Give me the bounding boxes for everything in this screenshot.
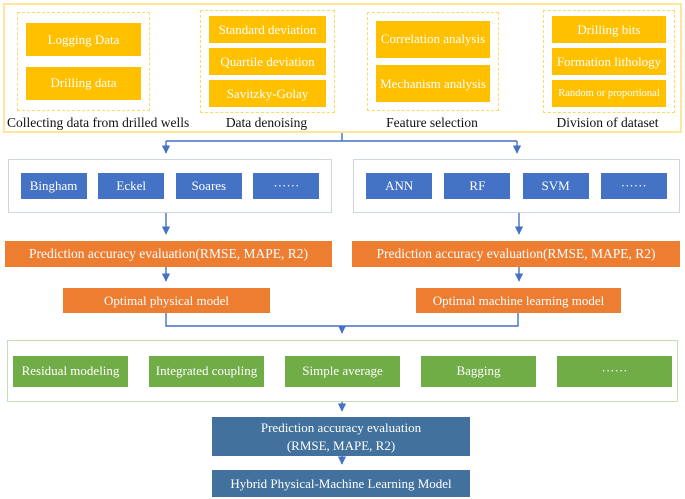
caption-data-denoising: Data denoising xyxy=(225,115,308,130)
evaluation-bar-physical: Prediction accuracy evaluation(RMSE, MAP… xyxy=(5,241,332,267)
node-drilling-bits: Drilling bits xyxy=(552,16,666,43)
node-final-evaluation: Prediction accuracy evaluation (RMSE, MA… xyxy=(212,417,470,456)
group-data-denoising: Standard deviation Quartile deviation Sa… xyxy=(200,10,335,113)
node-bagging: Bagging xyxy=(421,355,536,387)
node-rf: RF xyxy=(444,173,511,199)
group-division-of-dataset: Drilling bits Formation lithology Random… xyxy=(543,10,675,113)
data-preparation-section: Logging Data Drilling data Standard devi… xyxy=(3,3,682,133)
node-simple-average: Simple average xyxy=(285,355,400,387)
node-standard-deviation: Standard deviation xyxy=(209,16,326,43)
group-collecting-data: Logging Data Drilling data xyxy=(17,12,150,111)
caption-feature-selection: Feature selection xyxy=(386,115,478,130)
elbow-optimal-right xyxy=(342,313,519,327)
node-hybrid-model: Hybrid Physical-Machine Learning Model xyxy=(212,470,470,497)
elbow-optimal-left xyxy=(165,313,342,327)
caption-division-of-dataset: Division of dataset xyxy=(556,115,659,130)
hybrid-methods-container: Residual modeling Integrated coupling Si… xyxy=(7,340,678,402)
final-evaluation-line1: Prediction accuracy evaluation xyxy=(260,419,422,435)
node-bingham: Bingham xyxy=(20,173,87,199)
node-soares: Soares xyxy=(175,173,242,199)
node-quartile-deviation: Quartile deviation xyxy=(209,48,326,75)
node-ann: ANN xyxy=(366,173,433,199)
node-mechanism-analysis: Mechanism analysis xyxy=(376,65,490,103)
node-optimal-ml-model: Optimal machine learning model xyxy=(416,288,621,313)
node-savitzky-golay: Savitzky-Golay xyxy=(209,80,326,107)
node-logging-data: Logging Data xyxy=(26,23,141,57)
node-ml-ellipsis: ······ xyxy=(600,173,667,199)
node-optimal-physical-model: Optimal physical model xyxy=(63,288,270,313)
node-residual-modeling: Residual modeling xyxy=(13,355,128,387)
node-correlation-analysis: Correlation analysis xyxy=(376,20,490,58)
node-drilling-data: Drilling data xyxy=(26,66,141,100)
evaluation-bar-ml: Prediction accuracy evaluation(RMSE, MAP… xyxy=(352,241,680,267)
node-eckel: Eckel xyxy=(98,173,165,199)
node-physical-ellipsis: ······ xyxy=(253,173,320,199)
group-feature-selection: Correlation analysis Mechanism analysis xyxy=(367,12,499,111)
node-svm: SVM xyxy=(522,173,589,199)
caption-collecting-data: Collecting data from drilled wells xyxy=(7,115,190,130)
final-evaluation-line2: (RMSE, MAPE, R2) xyxy=(286,437,396,453)
node-hybrid-ellipsis: ······ xyxy=(557,355,672,387)
node-random-or-proportional: Random or proportional xyxy=(552,80,666,107)
split-line-top xyxy=(166,132,517,142)
node-integrated-coupling: Integrated coupling xyxy=(149,355,264,387)
physical-models-container: Bingham Eckel Soares ······ xyxy=(8,159,332,213)
ml-models-container: ANN RF SVM ······ xyxy=(353,159,680,213)
node-formation-lithology: Formation lithology xyxy=(552,48,666,75)
